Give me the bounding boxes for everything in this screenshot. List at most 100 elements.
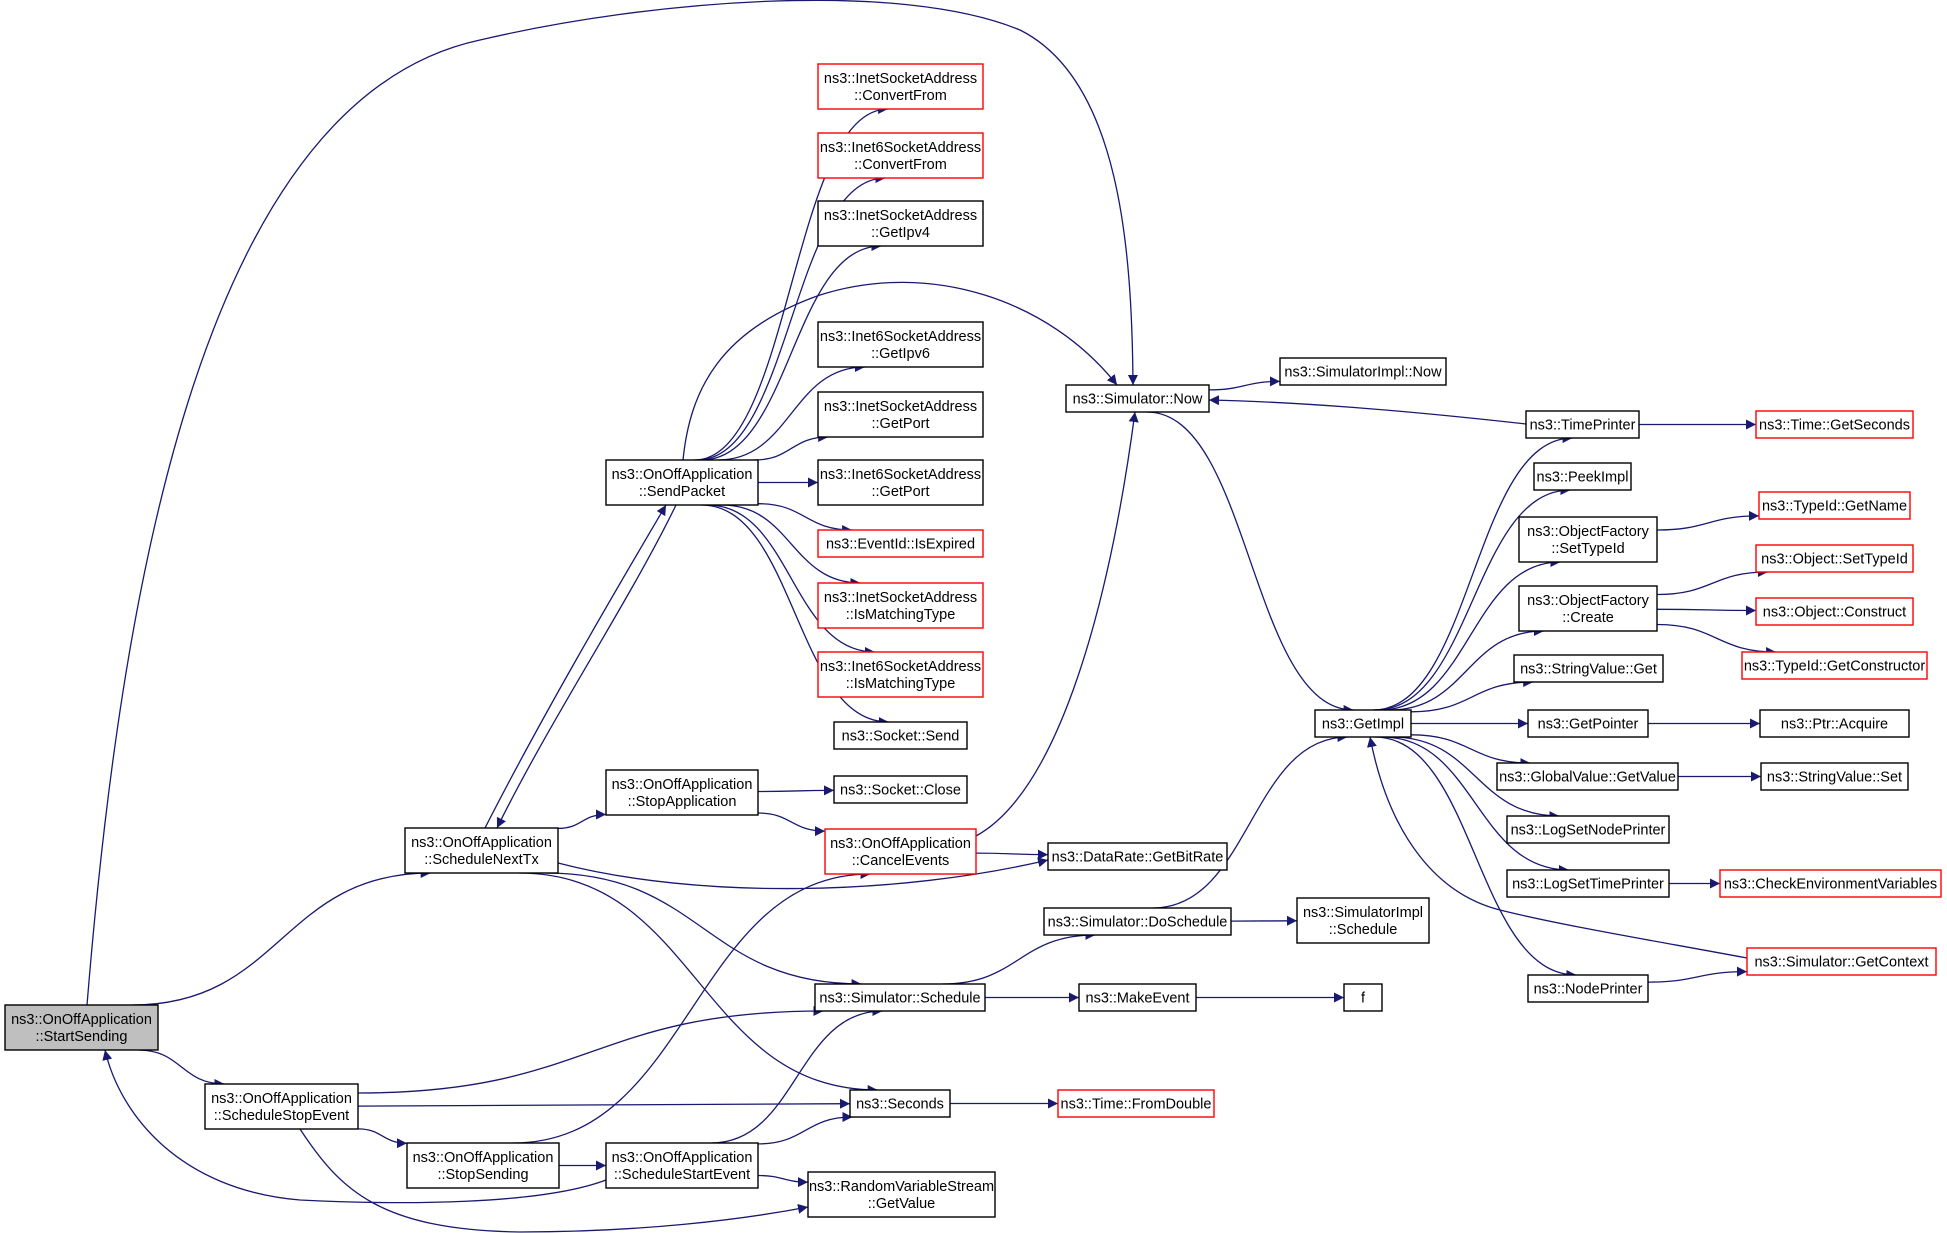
edge-scheduleStopEvent-to-simulatorSchedule — [357, 1006, 824, 1094]
node-checkEnvironmentVariables[interactable]: ns3::CheckEnvironmentVariables — [1719, 869, 1942, 898]
node-simulatorDoSchedule[interactable]: ns3::Simulator::DoSchedule — [1043, 907, 1232, 936]
node-box — [404, 827, 559, 874]
node-inet6GetIpv6[interactable]: ns3::Inet6SocketAddress::GetIpv6 — [817, 321, 984, 368]
edge-path — [545, 872, 862, 989]
node-label: ns3::LogSetTimePrinter — [1512, 877, 1664, 893]
edge-sendPacket-to-scheduleNextTx — [496, 504, 677, 829]
edge-layer — [86, 0, 1777, 1233]
node-inetIsMatchingType[interactable]: ns3::InetSocketAddress::IsMatchingType — [817, 582, 984, 629]
edge-path — [1146, 411, 1354, 715]
node-logSetNodePrinter[interactable]: ns3::LogSetNodePrinter — [1506, 815, 1670, 844]
node-dataRateGetBitRate[interactable]: ns3::DataRate::GetBitRate — [1047, 842, 1228, 871]
edge-getImpl-to-peekImpl — [1374, 485, 1571, 711]
node-label: ::SetTypeId — [1551, 541, 1624, 557]
node-label: ns3::Inet6SocketAddress — [820, 659, 981, 675]
edge-objectFactoryCreate-to-objectSetTypeId — [1656, 567, 1768, 596]
node-nodePrinter[interactable]: ns3::NodePrinter — [1527, 974, 1649, 1003]
edge-getImpl-to-objectFactorySetTypeId — [1379, 557, 1561, 711]
edge-path — [757, 1112, 853, 1145]
node-label: ns3::OnOffApplication — [411, 835, 552, 851]
edge-sendPacket-to-inetGetPort — [754, 432, 829, 461]
node-stringValueSet[interactable]: ns3::StringValue::Set — [1760, 762, 1909, 791]
node-stringValueGet[interactable]: ns3::StringValue::Get — [1513, 654, 1664, 683]
node-objectSetTypeId[interactable]: ns3::Object::SetTypeId — [1755, 544, 1914, 573]
node-typeIdGetConstructor[interactable]: ns3::TypeId::GetConstructor — [1741, 651, 1928, 680]
node-typeIdGetName[interactable]: ns3::TypeId::GetName — [1758, 491, 1911, 520]
edge-path — [1656, 510, 1760, 531]
node-sendPacket[interactable]: ns3::OnOffApplication::SendPacket — [605, 459, 759, 506]
node-getPointer[interactable]: ns3::GetPointer — [1527, 709, 1649, 738]
edge-simulatorDoSchedule-to-getImpl — [1152, 732, 1348, 909]
node-objectFactoryCreate[interactable]: ns3::ObjectFactory::Create — [1518, 585, 1658, 632]
node-objectFactorySetTypeId[interactable]: ns3::ObjectFactory::SetTypeId — [1518, 516, 1658, 563]
edge-getImpl-to-globalValueGetValue — [1410, 734, 1531, 768]
edge-getImpl-to-objectFactoryCreate — [1389, 626, 1545, 711]
node-box — [1759, 709, 1910, 738]
node-label: f — [1361, 991, 1366, 1007]
node-timeGetSeconds[interactable]: ns3::Time::GetSeconds — [1755, 410, 1914, 439]
node-socketSend[interactable]: ns3::Socket::Send — [833, 721, 968, 750]
node-box — [1518, 516, 1658, 563]
node-globalValueGetValue[interactable]: ns3::GlobalValue::GetValue — [1496, 762, 1679, 791]
node-stopApplication[interactable]: ns3::OnOffApplication::StopApplication — [605, 769, 759, 816]
edge-sendPacket-to-inet6IsMatchingType — [707, 504, 875, 657]
node-timeFromDouble[interactable]: ns3::Time::FromDouble — [1057, 1089, 1215, 1118]
node-inetConvertFrom[interactable]: ns3::InetSocketAddress::ConvertFrom — [817, 63, 984, 110]
node-label: ns3::TypeId::GetConstructor — [1744, 659, 1926, 675]
edge-path — [1391, 736, 1560, 821]
edge-path — [86, 0, 1138, 1006]
node-cancelEvents[interactable]: ns3::OnOffApplication::CancelEvents — [824, 828, 977, 875]
node-socketClose[interactable]: ns3::Socket::Close — [833, 775, 968, 804]
node-box — [1755, 544, 1914, 573]
edge-getImpl-to-stringValueGet — [1410, 677, 1534, 713]
node-getImpl[interactable]: ns3::GetImpl — [1314, 709, 1412, 738]
edge-path — [1381, 736, 1570, 875]
edge-sendPacket-to-inetConvertFrom — [694, 104, 889, 461]
edge-path — [357, 1098, 851, 1109]
node-simulatorImplNow[interactable]: ns3::SimulatorImpl::Now — [1279, 357, 1447, 386]
node-box — [605, 459, 759, 506]
node-inet6IsMatchingType[interactable]: ns3::Inet6SocketAddress::IsMatchingType — [817, 651, 984, 698]
node-scheduleStartEvent[interactable]: ns3::OnOffApplication::ScheduleStartEven… — [605, 1142, 759, 1189]
edge-sendPacket-to-inetGetIpv4 — [700, 241, 882, 461]
node-startSending[interactable]: ns3::OnOffApplication::StartSending — [4, 1004, 159, 1051]
node-label: ns3::Socket::Close — [840, 783, 961, 799]
node-simulatorNow[interactable]: ns3::Simulator::Now — [1065, 384, 1210, 413]
node-label: ::Create — [1562, 610, 1614, 626]
node-label: ::CancelEvents — [852, 853, 950, 869]
node-simulatorSchedule[interactable]: ns3::Simulator::Schedule — [814, 983, 986, 1012]
node-rvsGetValue[interactable]: ns3::RandomVariableStream::GetValue — [807, 1171, 996, 1218]
node-inetGetPort[interactable]: ns3::InetSocketAddress::GetPort — [817, 391, 984, 438]
node-label: ::GetIpv4 — [871, 225, 930, 241]
node-ptrAcquire[interactable]: ns3::Ptr::Acquire — [1759, 709, 1910, 738]
node-eventIdIsExpired[interactable]: ns3::EventId::IsExpired — [817, 529, 984, 558]
node-label: ns3::Socket::Send — [842, 729, 960, 745]
node-simulatorImplSchedule[interactable]: ns3::SimulatorImpl::Schedule — [1296, 897, 1430, 944]
node-seconds[interactable]: ns3::Seconds — [849, 1089, 951, 1118]
node-scheduleNextTx[interactable]: ns3::OnOffApplication::ScheduleNextTx — [404, 827, 559, 874]
node-f[interactable]: f — [1343, 983, 1383, 1012]
node-box — [1719, 869, 1942, 898]
edge-startSending-to-scheduleNextTx — [132, 868, 431, 1006]
node-label: ns3::Object::SetTypeId — [1761, 552, 1908, 568]
node-inet6GetPort[interactable]: ns3::Inet6SocketAddress::GetPort — [817, 459, 984, 506]
node-peekImpl[interactable]: ns3::PeekImpl — [1533, 462, 1632, 491]
node-makeEvent[interactable]: ns3::MakeEvent — [1078, 983, 1197, 1012]
edge-objectFactoryCreate-to-objectConstruct — [1656, 605, 1757, 616]
node-inet6ConvertFrom[interactable]: ns3::Inet6SocketAddress::ConvertFrom — [817, 132, 984, 179]
edge-simulatorGetContext-to-getImpl — [1367, 736, 1748, 959]
node-simulatorGetContext[interactable]: ns3::Simulator::GetContext — [1746, 947, 1937, 976]
node-logSetTimePrinter[interactable]: ns3::LogSetTimePrinter — [1506, 869, 1670, 898]
node-objectConstruct[interactable]: ns3::Object::Construct — [1755, 597, 1914, 626]
node-stopSending[interactable]: ns3::OnOffApplication::StopSending — [406, 1142, 560, 1189]
node-box — [406, 1142, 560, 1189]
node-timePrinter[interactable]: ns3::TimePrinter — [1525, 410, 1640, 439]
node-box — [817, 63, 984, 110]
node-box — [817, 529, 984, 558]
node-box — [833, 721, 968, 750]
node-scheduleStopEvent[interactable]: ns3::OnOffApplication::ScheduleStopEvent — [204, 1083, 359, 1130]
node-inetGetIpv4[interactable]: ns3::InetSocketAddress::GetIpv4 — [817, 200, 984, 247]
edge-simulatorNow-to-simulatorImplNow — [1208, 376, 1281, 391]
node-box — [817, 200, 984, 247]
node-box — [817, 459, 984, 506]
